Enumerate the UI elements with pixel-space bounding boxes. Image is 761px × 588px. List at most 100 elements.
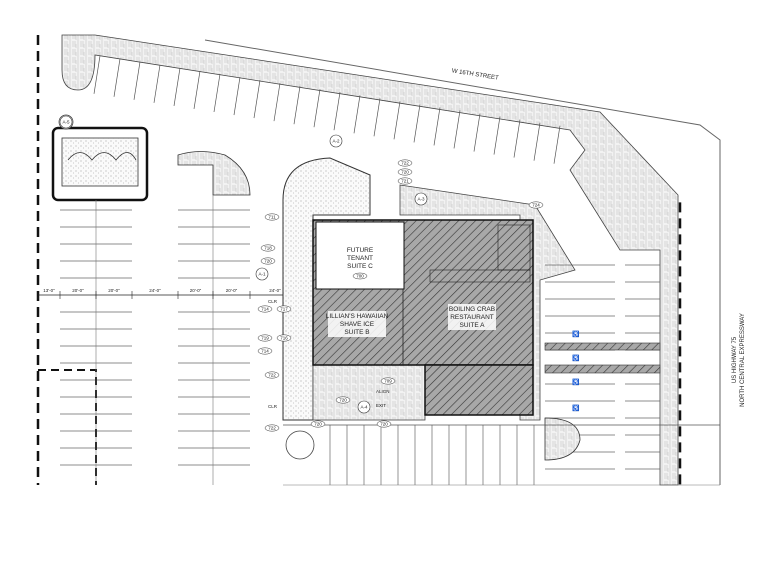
svg-text:A-3: A-3 <box>417 197 425 202</box>
parking-stall-line <box>233 76 241 116</box>
keynote-tag: 724 <box>528 201 544 209</box>
detail-tag[interactable]: A-2 <box>329 134 343 148</box>
svg-text:720: 720 <box>380 422 388 427</box>
suite-c-label: FUTURE TENANT SUITE C 700 <box>347 247 374 280</box>
svg-text:TENANT: TENANT <box>347 255 373 262</box>
keynote-tag: 720 <box>397 168 413 176</box>
detail-tag[interactable]: A-3 <box>414 192 428 206</box>
svg-text:720: 720 <box>401 170 409 175</box>
south-parking-stalls <box>283 425 720 486</box>
dimension-label: 24'-0" <box>269 288 281 293</box>
svg-text:♿: ♿ <box>572 404 580 412</box>
keynote-tag: 714 <box>257 347 273 355</box>
parking-stall-line <box>153 64 161 103</box>
dimension-line: 13'-0"20'-0"20'-0"24'-0"20'-0"20'-0"24'-… <box>37 288 300 299</box>
parking-stall-line <box>453 110 461 149</box>
parking-stall-line <box>173 67 181 106</box>
parking-stall-line <box>473 113 481 152</box>
dimension-label: 20'-0" <box>190 288 202 293</box>
parking-stall-line <box>433 107 441 146</box>
parking-stall-line <box>393 101 401 140</box>
street-label-north: W 16TH STREET <box>451 68 499 81</box>
boundary-jog <box>38 369 97 485</box>
svg-text:RESTAURANT: RESTAURANT <box>450 314 494 321</box>
svg-text:714: 714 <box>261 307 269 312</box>
parking-stall-line <box>353 95 361 134</box>
svg-text:A-5: A-5 <box>62 120 70 125</box>
south-east-island <box>544 417 581 461</box>
parking-stall-line <box>93 55 101 94</box>
clear-label: CLR <box>268 299 278 304</box>
keynote-tag: 711 <box>264 213 280 221</box>
keynote-tag: 717 <box>276 305 292 313</box>
svg-text:♿: ♿ <box>572 378 580 386</box>
svg-text:722: 722 <box>268 373 276 378</box>
svg-text:724: 724 <box>532 203 540 208</box>
dimension-label: 20'-0" <box>72 288 84 293</box>
svg-text:718: 718 <box>264 246 272 251</box>
keynote-tag: 720 <box>335 396 351 404</box>
svg-text:709: 709 <box>384 379 392 384</box>
parking-stall-line <box>513 119 521 158</box>
dimension-label: 20'-0" <box>108 288 120 293</box>
parking-stall-line <box>493 116 501 155</box>
dimension-label: 20'-0" <box>226 288 238 293</box>
keynote-tag: 719 <box>257 334 273 342</box>
svg-text:A-2: A-2 <box>332 139 340 144</box>
svg-text:A-4: A-4 <box>360 405 368 410</box>
landscape-island <box>177 151 251 196</box>
svg-text:719: 719 <box>261 336 269 341</box>
keynote-tag: 722 <box>264 424 280 432</box>
west-plaza <box>282 157 371 421</box>
keynote-tag: 714 <box>257 305 273 313</box>
suite-b-label: LILLIAN'S HAWAIIAN SHAVE ICE SUITE B <box>326 311 389 337</box>
keynote-tag: 722 <box>264 371 280 379</box>
street-edge <box>204 39 721 485</box>
keynote-tag: 720 <box>260 257 276 265</box>
detail-tag[interactable]: A-4 <box>357 400 371 414</box>
dumpster-enclosure <box>51 114 149 202</box>
svg-text:A-1: A-1 <box>258 272 266 277</box>
parking-stall-line <box>213 73 221 113</box>
detail-tag[interactable]: A-5 <box>59 115 73 129</box>
svg-text:716: 716 <box>280 336 288 341</box>
accessible-symbols: ♿♿♿♿ <box>572 330 580 412</box>
svg-text:LILLIAN'S HAWAIIAN: LILLIAN'S HAWAIIAN <box>326 313 389 320</box>
parking-stall-line <box>273 83 281 122</box>
svg-text:717: 717 <box>280 307 288 312</box>
accessible-aisle <box>544 342 661 351</box>
svg-text:714: 714 <box>261 349 269 354</box>
svg-text:SHAVE ICE: SHAVE ICE <box>340 321 375 328</box>
tree-icon <box>285 430 315 460</box>
svg-text:711: 711 <box>268 215 276 220</box>
keynote-tag: 722 <box>397 159 413 167</box>
svg-text:FUTURE: FUTURE <box>347 247 374 254</box>
keynote-tag: 718 <box>260 244 276 252</box>
keynote-tags: 711 718 720 714 717 719 716 714 722 722 720 720 724 7… <box>257 159 544 432</box>
svg-text:722: 722 <box>401 161 409 166</box>
dimension-label: 24'-0" <box>149 288 161 293</box>
align-label: ALIGN <box>376 389 390 394</box>
parking-stall-line <box>373 98 381 137</box>
svg-text:720: 720 <box>264 259 272 264</box>
building <box>312 219 534 416</box>
parking-stall-line <box>413 104 421 143</box>
parking-stall-line <box>313 89 321 128</box>
parking-stall-line <box>333 92 341 131</box>
keynote-tag: 716 <box>276 334 292 342</box>
svg-text:♿: ♿ <box>572 354 580 362</box>
detail-tag[interactable]: A-1 <box>255 267 269 281</box>
clear-label: CLR <box>268 404 278 409</box>
parking-stall-line <box>113 58 121 97</box>
parking-stall-line <box>253 80 261 119</box>
parking-stall-line <box>293 86 301 125</box>
keynote-tag: 721 <box>397 177 413 185</box>
parking-stall-line <box>553 125 561 164</box>
svg-text:SUITE B: SUITE B <box>344 329 369 336</box>
svg-text:BOILING CRAB: BOILING CRAB <box>449 306 495 313</box>
svg-text:US HIGHWAY 75: US HIGHWAY 75 <box>732 336 738 383</box>
keynote-tag: 720 <box>376 420 392 428</box>
svg-text:SUITE C: SUITE C <box>347 263 373 270</box>
parking-stall-line <box>533 122 541 161</box>
